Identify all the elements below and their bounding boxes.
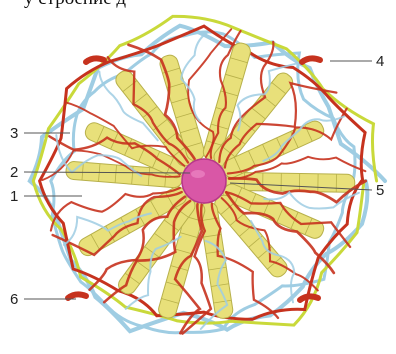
label-5: 5 <box>376 182 384 199</box>
label-2: 2 <box>10 164 18 181</box>
label-4: 4 <box>376 53 384 70</box>
label-3: 3 <box>10 125 18 142</box>
interlobular-vessel <box>68 294 86 298</box>
label-6: 6 <box>10 291 18 308</box>
interlobular-vessel <box>86 58 104 62</box>
interlobular-vessel <box>302 58 320 62</box>
interlobular-vessel <box>300 296 318 300</box>
central-vein <box>182 159 226 203</box>
central-vein-highlight <box>191 170 205 178</box>
label-1: 1 <box>10 188 18 205</box>
